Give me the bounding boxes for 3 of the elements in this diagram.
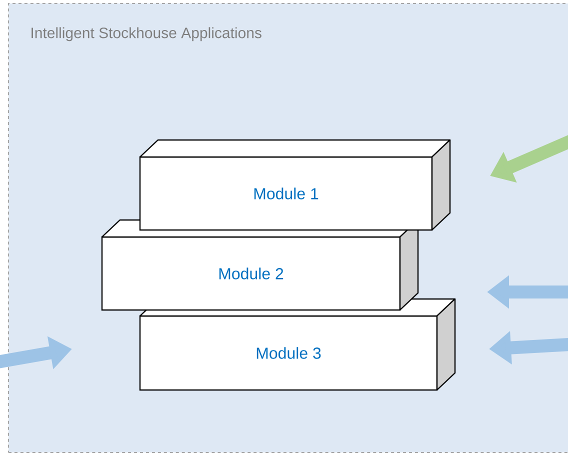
module-block: Module 3 (139, 298, 456, 391)
module-block: Module 1 (139, 139, 451, 231)
module-block: Module 2 (101, 219, 419, 311)
